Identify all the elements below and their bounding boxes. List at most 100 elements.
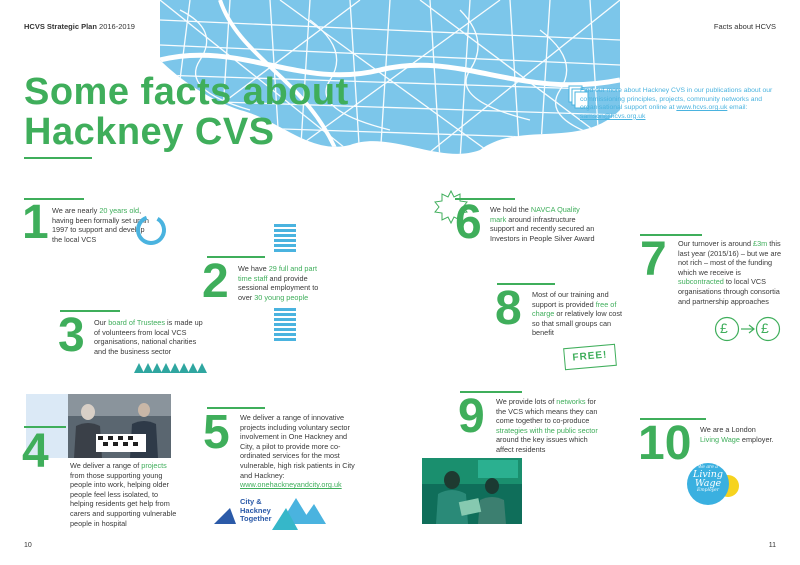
logo-line-2: Hackney	[240, 505, 271, 515]
fact-8-number: 8	[495, 282, 522, 335]
page-number-right: 11	[768, 542, 776, 549]
pound-exchange-icon: £ £	[714, 316, 782, 342]
publications-icon	[568, 85, 589, 109]
fact-5-number: 5	[203, 406, 230, 459]
fact-2-highlight-b: 30 young people	[254, 292, 309, 302]
living-wage-line-4: Employer	[697, 488, 719, 493]
fact-1-text-b: , having been formally set up in 1997 to…	[52, 206, 149, 244]
section-title: Facts about HCVS	[713, 22, 776, 31]
living-wage-line-3: Wage	[694, 478, 722, 489]
fact-4-number: 4	[22, 425, 49, 478]
fact-6-text-a: We hold the	[490, 205, 531, 214]
fact-3-number: 3	[58, 309, 85, 362]
fact-10-text-b: employer.	[739, 434, 774, 444]
page-title: Some facts about Hackney CVS	[24, 72, 349, 152]
young-people-bars-icon	[274, 308, 296, 341]
quality-mark-burst-icon	[434, 189, 468, 225]
fact-8-text-b: or relatively low cost so that small gro…	[532, 309, 623, 338]
document-title-bold: HCVS Strategic Plan	[24, 22, 97, 31]
fact-9-number: 9	[458, 390, 485, 443]
pound-exchange-shapes	[714, 316, 781, 342]
fact-2-highlight-a: 29 full and part time staff	[238, 264, 317, 283]
networks-photo	[422, 458, 522, 524]
fact-2-text-a: We have	[238, 264, 269, 273]
fact-6-text-b: around infrastructure support and recent…	[490, 214, 595, 243]
fact-3-highlight: board of Trustees	[108, 318, 165, 327]
map-graphic	[160, 0, 620, 154]
fact-4-text: We deliver a range of projects from thos…	[70, 461, 178, 528]
fact-7-text-a: Our turnover is around	[678, 239, 754, 248]
fact-7-rule	[640, 234, 702, 236]
page-title-line-1: Some facts about	[24, 71, 349, 113]
fact-8-text-a: Most of our training and support is prov…	[532, 290, 609, 309]
fact-2-number: 2	[202, 255, 229, 308]
fact-1-text-a: We are nearly	[52, 206, 100, 215]
fact-4-rule	[24, 426, 66, 428]
fact-5-rule	[207, 407, 265, 409]
fact-10-text-a: We are a London	[700, 425, 756, 434]
fact-3-text: Our board of Trustees is made up of volu…	[94, 318, 206, 356]
living-wage-logo-text: We are a Living Wage Employer	[688, 465, 728, 494]
pound-symbol-left: £	[720, 320, 728, 336]
fact-8-highlight: free of charge	[532, 299, 617, 319]
living-wage-line-2: Living	[693, 469, 723, 480]
fact-6-rule	[455, 198, 515, 200]
fact-9-rule	[460, 391, 522, 393]
fact-9-highlight-b: strategies with the public sector	[496, 425, 598, 435]
info-box: Find out more about Hackney CVS in our p…	[580, 87, 785, 121]
logo-line-3: Together	[240, 514, 272, 523]
city-hackney-logo-text: City & Hackney Together	[240, 497, 272, 524]
one-hackney-link[interactable]: www.onehackneyandcity.org.uk	[240, 480, 342, 490]
fact-3-text-a: Our	[94, 318, 109, 327]
email-link[interactable]: samson@hcvs.org.uk	[580, 112, 646, 120]
fact-6-number: 6	[455, 196, 482, 249]
free-badge: FREE!	[563, 343, 617, 371]
document-years: 2016-2019	[99, 22, 135, 31]
fact-10-text: We are a London Living Wage employer.	[700, 425, 774, 444]
info-text: Find out more about Hackney CVS in our p…	[580, 87, 773, 112]
fact-7-text-c: to local VCS organisations through conso…	[678, 277, 780, 306]
fact-5-text: We deliver a range of innovative project…	[240, 413, 358, 490]
living-wage-logo-shapes	[687, 463, 739, 505]
fact-4-text-b: from those supporting young people into …	[70, 470, 177, 528]
city-hackney-logo-shapes	[214, 498, 326, 530]
fact-4-highlight: projects	[141, 461, 167, 470]
fact-10-number: 10	[638, 417, 692, 470]
logo-line-1: City &	[240, 497, 262, 506]
fact-6-text: We hold the NAVCA Quality mark around in…	[490, 205, 598, 243]
fact-1-number: 1	[22, 196, 49, 249]
fact-9-text-a: We provide lots of	[496, 397, 557, 406]
fact-7-highlight-a: £3m	[753, 239, 768, 248]
fact-7-text-b: this last year (2015/16) – but we are no…	[678, 239, 782, 277]
fact-2-text: We have 29 full and part time staff and …	[238, 264, 328, 302]
fact-2-text-b: and provide sessional employment to over	[238, 273, 319, 302]
living-wage-logo: We are a Living Wage Employer	[684, 460, 746, 512]
fact-7-text: Our turnover is around £3m this last yea…	[678, 239, 782, 306]
fact-6-highlight: NAVCA Quality mark	[490, 205, 580, 224]
fact-4-text-a: We deliver a range of	[70, 461, 142, 470]
fact-1-highlight: 20 years old	[99, 206, 140, 215]
pound-symbol-right: £	[761, 320, 769, 336]
fact-2-rule	[207, 256, 265, 258]
fact-9-text-b: for the VCS which means they can come to…	[496, 397, 598, 426]
title-rule	[24, 157, 92, 159]
living-wage-line-1: We are a	[698, 465, 718, 470]
staff-bars-icon	[274, 224, 296, 252]
document-title: HCVS Strategic Plan 2016-2019	[24, 22, 135, 31]
page-title-line-2: Hackney CVS	[24, 111, 275, 153]
website-link[interactable]: www.hcvs.org.uk	[676, 104, 728, 112]
fact-8-text: Most of our training and support is prov…	[532, 290, 628, 338]
fact-7-number: 7	[640, 233, 667, 286]
email-label: email:	[729, 104, 748, 112]
fact-10-rule	[640, 418, 706, 420]
page-number-left: 10	[24, 542, 32, 549]
fact-5-body: We deliver a range of innovative project…	[240, 413, 355, 480]
fact-10-highlight: Living Wage	[700, 434, 740, 444]
fact-1-rule	[24, 198, 84, 200]
fact-3-text-b: is made up of volunteers from local VCS …	[94, 318, 203, 356]
city-hackney-logo: City & Hackney Together	[212, 494, 342, 534]
fact-9-text-c: around the key issues which affect resid…	[496, 435, 588, 454]
progress-ring-icon	[136, 215, 166, 246]
fact-9-text: We provide lots of networks for the VCS …	[496, 397, 600, 455]
fact-9-highlight-a: networks	[556, 397, 586, 406]
